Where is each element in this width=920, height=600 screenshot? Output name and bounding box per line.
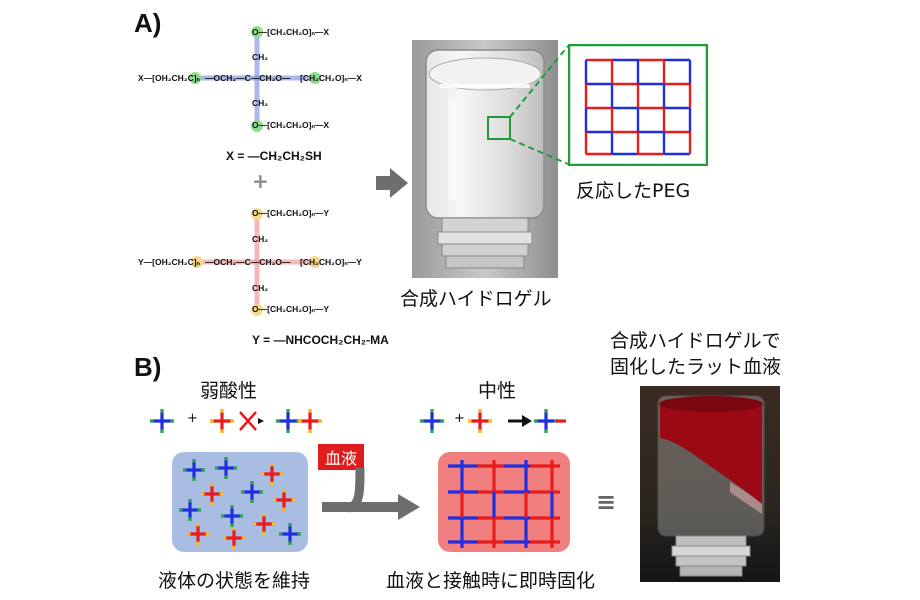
mol1-ch2-top: CH₂: [252, 52, 269, 62]
mol2-right-arm: [CH₂CH₂O]ₙ—Y: [300, 257, 362, 267]
reaction-arrow: [376, 168, 408, 198]
hydrogel-caption: 合成ハイドロゲル: [400, 288, 552, 310]
gelation-arrow: [322, 467, 420, 520]
neutral-label: 中性: [478, 380, 517, 402]
liquid-monomer-8: [273, 489, 295, 511]
mol2-end-dot-left: [191, 256, 203, 268]
peg-network-diagram: [568, 44, 708, 166]
liquid-monomer-10: [187, 523, 209, 545]
mol2-end-dot-right: [309, 256, 321, 268]
mol1-end-dot-bottom: [251, 120, 263, 132]
liquid-monomer-7: [221, 505, 243, 527]
rat-blood-caption-line1: 合成ハイドロゲルで: [610, 330, 781, 352]
mol1-end-dot-left: [189, 72, 201, 84]
mol2-left-arm: Y—[OH₂CH₂C]ₙ: [138, 257, 200, 267]
panel-a-letter: A): [134, 8, 162, 38]
neutral-blue-bonded: [534, 409, 558, 433]
mol1-end-dot-top: [251, 26, 263, 38]
liquid-monomer-12: [279, 523, 301, 545]
zoom-source-box: [487, 116, 511, 140]
mol2-bottom-arm: O—[CH₂CH₂O]ₙ—Y: [252, 304, 330, 314]
rat-blood-vial-photo: [640, 386, 780, 582]
hydrogel-vial-photo: [412, 40, 558, 278]
acid-red-monomer: [210, 409, 234, 433]
panel-b-letter: B): [134, 352, 162, 382]
liquid-monomer-1: [183, 459, 205, 481]
mol1-x-formula: X = —CH₂CH₂SH: [226, 149, 322, 163]
mol2-top-arm: O—[CH₂CH₂O]ₙ—Y: [252, 208, 330, 218]
mol1-top-arm: O—[CH₂CH₂O]ₙ—X: [252, 27, 330, 37]
liquid-monomer-5: [241, 481, 263, 503]
liquid-monomer-3: [261, 463, 283, 485]
reaction-equations: [150, 409, 566, 433]
liquid-monomer-9: [253, 513, 275, 535]
mol2-end-dot-bottom: [251, 304, 263, 316]
plus-neutral: +: [454, 411, 465, 426]
neutral-red-monomer: [468, 409, 492, 433]
solidify-caption: 血液と接触時に即時固化: [386, 570, 596, 592]
liquid-monomer-11: [223, 527, 245, 549]
mol2-ch2-top: CH₂: [252, 234, 269, 244]
mol2-center: —OCH₂—C—CH₂O—: [205, 257, 291, 267]
mol1-bottom-arm: O—[CH₂CH₂O]ₙ—X: [252, 120, 330, 130]
zoom-callout: [487, 45, 569, 165]
weak-acid-label: 弱酸性: [200, 380, 258, 402]
zoom-dash-top: [509, 45, 569, 118]
mol2-end-dot-top: [251, 208, 263, 220]
acid-blue-monomer: [150, 409, 174, 433]
acid-red-unreacted: [298, 409, 322, 433]
peg-ma-structure: [191, 208, 321, 316]
blood-tag: 血液: [318, 444, 364, 470]
liquid-monomer-4: [201, 483, 223, 505]
acid-blue-unreacted: [276, 409, 300, 433]
liquid-monomer-2: [215, 457, 237, 479]
plus-acid: +: [187, 411, 198, 426]
equivalence-sign: ≡: [596, 488, 617, 516]
liquid-state-box: [172, 452, 308, 552]
liquid-state-caption: 液体の状態を維持: [158, 570, 311, 592]
mol2-y-formula: Y = —NHCOCH₂CH₂-MA: [252, 333, 389, 347]
reacted-peg-caption: 反応したPEG: [576, 180, 691, 202]
rat-blood-caption-line2: 固化したラット血液: [610, 356, 782, 378]
neutral-blue-monomer: [420, 409, 444, 433]
zoom-dash-bottom: [509, 138, 569, 165]
mol1-right-arm: [CH₂CH₂O]ₙ—X: [300, 73, 362, 83]
liquid-monomer-6: [179, 499, 201, 521]
mol1-left-arm: X—[OH₂CH₂C]ₙ: [138, 73, 200, 83]
mol1-center: —OCH₂—C—CH₂O—: [205, 73, 291, 83]
peg-thiol-structure: [189, 26, 321, 132]
mol1-ch2-bottom: CH₂: [252, 98, 269, 108]
plus-sign: +: [252, 169, 269, 193]
mol1-end-dot-right: [309, 72, 321, 84]
neutral-reaction-arrow: [508, 415, 532, 427]
gel-network-box: [438, 452, 570, 552]
blocked-reaction-icon: [239, 411, 264, 431]
mol2-ch2-bottom: CH₂: [252, 283, 269, 293]
